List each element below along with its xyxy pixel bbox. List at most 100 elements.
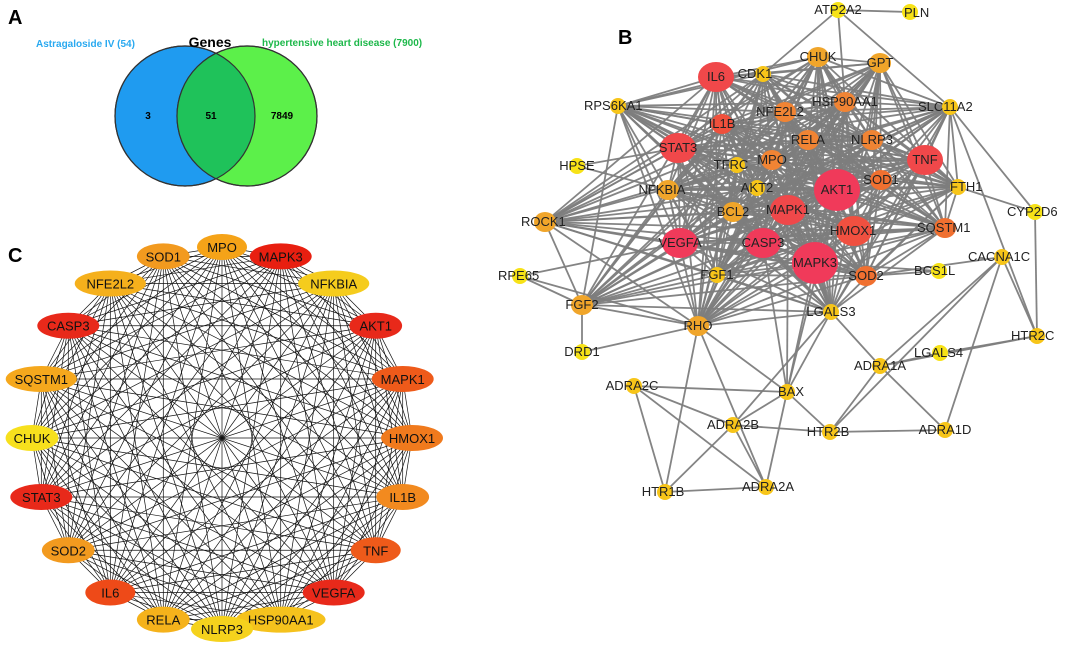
ring-node-marker bbox=[37, 312, 100, 339]
network-edge bbox=[732, 424, 767, 488]
network-edge bbox=[697, 164, 738, 327]
network-node-marker bbox=[687, 316, 709, 336]
network-edge bbox=[829, 256, 1003, 433]
ring-edge bbox=[280, 256, 403, 380]
network-node-marker bbox=[870, 170, 892, 190]
ring-edge bbox=[31, 437, 334, 593]
ring-edge bbox=[31, 437, 403, 498]
network-edge bbox=[732, 211, 946, 229]
ring-node-hmox1: HMOX1 bbox=[381, 425, 443, 451]
network-node-label: IL6 bbox=[707, 69, 725, 84]
ring-edge bbox=[40, 283, 111, 498]
ring-edge bbox=[41, 378, 334, 593]
network-node-marker bbox=[698, 62, 734, 92]
network-edge bbox=[716, 230, 855, 276]
ring-edge bbox=[41, 325, 376, 498]
network-node-marker bbox=[836, 216, 872, 246]
network-node-label: MAPK3 bbox=[793, 255, 837, 270]
ring-network: MPOMAPK3NFKBIAAKT1MAPK1HMOX1IL1BTNFVEGFA… bbox=[5, 234, 443, 642]
ring-node-sod1: SOD1 bbox=[136, 243, 190, 270]
ring-edge bbox=[67, 325, 164, 620]
network-edge bbox=[762, 73, 846, 103]
ring-node-label: SOD1 bbox=[146, 249, 181, 264]
network-node-label: SLC11A2 bbox=[918, 99, 973, 114]
ring-node-label: VEGFA bbox=[312, 586, 356, 601]
network-node-marker bbox=[722, 202, 744, 222]
network-node-bcs1l: BCS1L bbox=[914, 263, 955, 279]
ring-edge bbox=[163, 256, 413, 439]
ring-node-label: TNF bbox=[363, 543, 388, 558]
ring-edge bbox=[67, 325, 223, 630]
network-edge bbox=[581, 242, 681, 306]
network-node-cdk1: CDK1 bbox=[738, 66, 772, 82]
ring-node-akt1: AKT1 bbox=[349, 312, 403, 339]
network-edge bbox=[853, 186, 959, 232]
network-node-cyp2d6: CYP2D6 bbox=[1007, 204, 1058, 220]
network-node-label: ATP2A2 bbox=[814, 2, 861, 17]
network-node-marker bbox=[937, 422, 953, 438]
network-node-label: RPE65 bbox=[498, 268, 539, 283]
network-node-label: CASP3 bbox=[742, 235, 785, 250]
ring-edge bbox=[221, 246, 282, 620]
network-edge bbox=[544, 147, 679, 223]
network-node-marker bbox=[709, 267, 725, 283]
network-edge bbox=[814, 186, 959, 264]
network-edge bbox=[697, 275, 867, 327]
ring-edge bbox=[67, 246, 223, 551]
network-edge bbox=[544, 187, 758, 223]
network-edge bbox=[519, 275, 699, 327]
ring-edge bbox=[41, 378, 413, 439]
network-node-marker bbox=[931, 263, 947, 279]
ring-edge bbox=[68, 283, 334, 327]
network-node-marker bbox=[512, 268, 528, 284]
network-node-label: BCS1L bbox=[914, 263, 955, 278]
network-node-label: ROCK1 bbox=[521, 214, 566, 229]
network-edge bbox=[581, 209, 789, 306]
ring-node-label: IL1B bbox=[389, 490, 416, 505]
ring-edge bbox=[31, 378, 403, 439]
network-node-label: LGALS3 bbox=[806, 304, 855, 319]
ring-node-mapk1: MAPK1 bbox=[371, 365, 434, 392]
ring-edge bbox=[162, 256, 223, 630]
network-edge bbox=[762, 73, 951, 108]
network-edge bbox=[697, 325, 767, 488]
ring-node-marker bbox=[371, 365, 434, 392]
ring-nodes: MPOMAPK3NFKBIAAKT1MAPK1HMOX1IL1BTNFVEGFA… bbox=[5, 234, 443, 642]
ring-edge bbox=[162, 246, 223, 620]
ring-edge bbox=[109, 256, 164, 593]
network-node-marker bbox=[934, 218, 956, 238]
ring-edge bbox=[41, 496, 334, 593]
network-node-bax: BAX bbox=[778, 384, 804, 400]
network-edge bbox=[756, 73, 764, 189]
network-node-atp2a2: ATP2A2 bbox=[814, 2, 862, 18]
ring-node-label: HMOX1 bbox=[389, 431, 435, 446]
ring-edge bbox=[40, 256, 164, 498]
ring-edge bbox=[280, 496, 403, 620]
network-node-label: DRD1 bbox=[564, 344, 599, 359]
network-node-sqstm1: SQSTM1 bbox=[917, 218, 970, 238]
ring-node-label: HSP90AA1 bbox=[248, 613, 314, 628]
network-node-marker bbox=[950, 179, 966, 195]
ring-node-nlrp3: NLRP3 bbox=[191, 616, 253, 642]
network-edge bbox=[829, 429, 946, 433]
network-edge bbox=[732, 311, 832, 426]
ring-node-marker bbox=[235, 606, 326, 633]
network-node-marker bbox=[610, 98, 626, 114]
ring-edge bbox=[221, 246, 413, 439]
venn-overlap bbox=[177, 46, 255, 186]
ring-edge bbox=[280, 256, 335, 593]
network-node-label: ADRA1A bbox=[854, 358, 906, 373]
ring-edge bbox=[41, 378, 223, 630]
network-edges bbox=[519, 9, 1038, 493]
network-edge bbox=[716, 187, 758, 276]
network-node-label: RHO bbox=[684, 318, 713, 333]
network-edge bbox=[957, 186, 1036, 213]
network-node-label: ADRA2A bbox=[742, 479, 794, 494]
network-edge bbox=[865, 106, 951, 277]
ring-node-casp3: CASP3 bbox=[37, 312, 100, 339]
network-edge bbox=[817, 56, 838, 191]
network-node-marker bbox=[861, 130, 883, 150]
ring-edge bbox=[375, 325, 404, 498]
network-edge bbox=[716, 274, 867, 277]
network-node-label: HTR1B bbox=[642, 484, 685, 499]
